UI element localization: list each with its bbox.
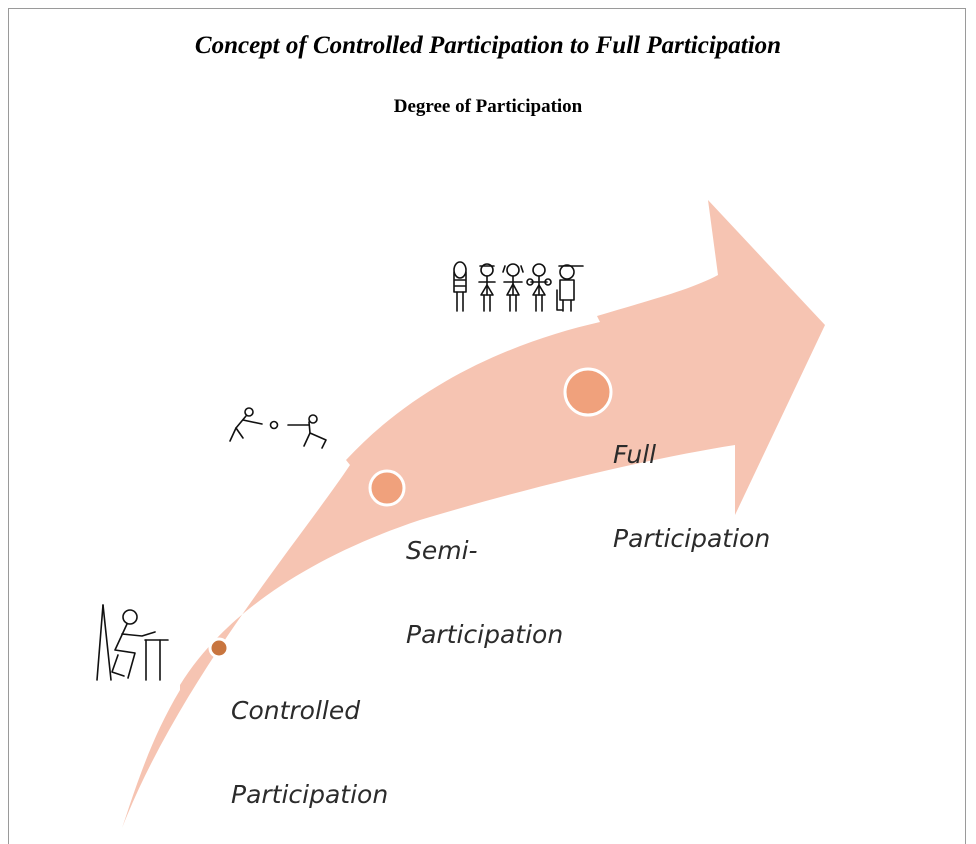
stage-label-line: Full <box>613 440 657 469</box>
diagram-subtitle: Degree of Participation <box>393 96 583 117</box>
figure-frame <box>8 8 966 844</box>
seated-writing-figure-icon <box>96 604 169 681</box>
diagram-title: Concept of Controlled Participation to F… <box>194 32 782 59</box>
stage-label-line: Participation <box>406 620 564 649</box>
stage-label-line: Controlled <box>231 696 361 725</box>
stage-marker-full <box>563 367 613 417</box>
stage-label-line: Participation <box>613 524 771 553</box>
stage-label-line: Participation <box>231 780 389 809</box>
stage-marker-controlled <box>208 637 230 659</box>
group-of-children-icon <box>453 261 584 312</box>
two-players-ball-icon <box>229 407 327 449</box>
stage-marker-semi <box>368 469 406 507</box>
progress-arrow <box>122 200 825 828</box>
stage-label-line: Semi- <box>406 536 478 565</box>
stage-label-full: Full Participation <box>613 392 770 560</box>
stage-label-semi: Semi- Participation <box>406 488 563 656</box>
stage-label-controlled: Controlled Participation <box>231 648 388 816</box>
